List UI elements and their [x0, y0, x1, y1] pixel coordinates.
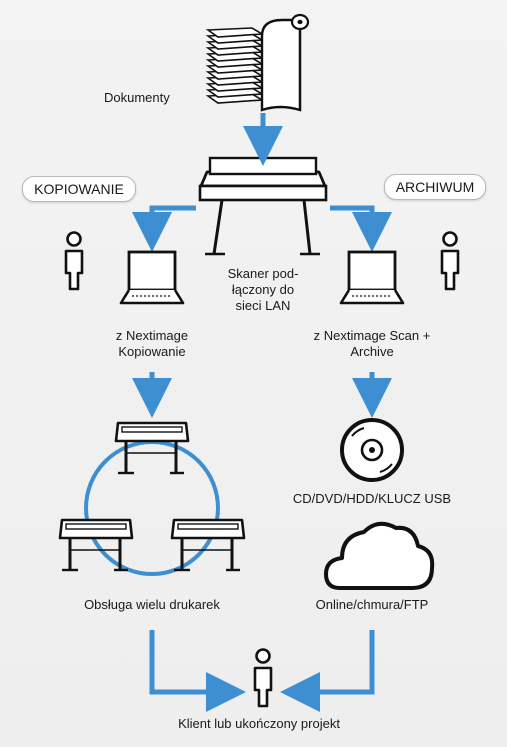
archive-pc-label-line2: Archive [350, 344, 394, 359]
copy-pc-label-line2: Kopiowanie [118, 344, 186, 359]
media-label: CD/DVD/HDD/KLUCZ USB [292, 491, 452, 506]
scanner-label-line1: Skaner pod- [227, 266, 299, 281]
archive-laptop-icon [339, 250, 405, 305]
documents-label: Dokumenty [104, 90, 170, 105]
documents-icon [205, 13, 310, 112]
cloud-icon [324, 521, 435, 590]
scanner-label-line2: łączony do [231, 282, 295, 297]
copy-mode-badge: KOPIOWANIE [22, 176, 136, 202]
scanner-icon [198, 156, 328, 256]
multi-printer-label: Obsługa wielu drukarek [84, 597, 220, 612]
flow-arrows [132, 113, 392, 712]
printer-network [58, 421, 246, 576]
copy-operator-icon [64, 231, 84, 291]
archive-mode-badge: ARCHIWUM [384, 174, 486, 200]
client-icon [253, 648, 273, 708]
disc-icon [340, 418, 404, 482]
archive-pc-label-line1: z Nextimage Scan + [313, 328, 431, 343]
copy-laptop-icon [119, 250, 185, 305]
cloud-label: Online/chmura/FTP [315, 597, 429, 612]
scanner-label-line3: sieci LAN [235, 298, 291, 313]
printer-icon-top [114, 421, 190, 475]
copy-pc-label-line1: z Nextimage [115, 328, 189, 343]
archive-operator-icon [440, 231, 460, 291]
client-label: Klient lub ukończony projekt [178, 716, 340, 731]
